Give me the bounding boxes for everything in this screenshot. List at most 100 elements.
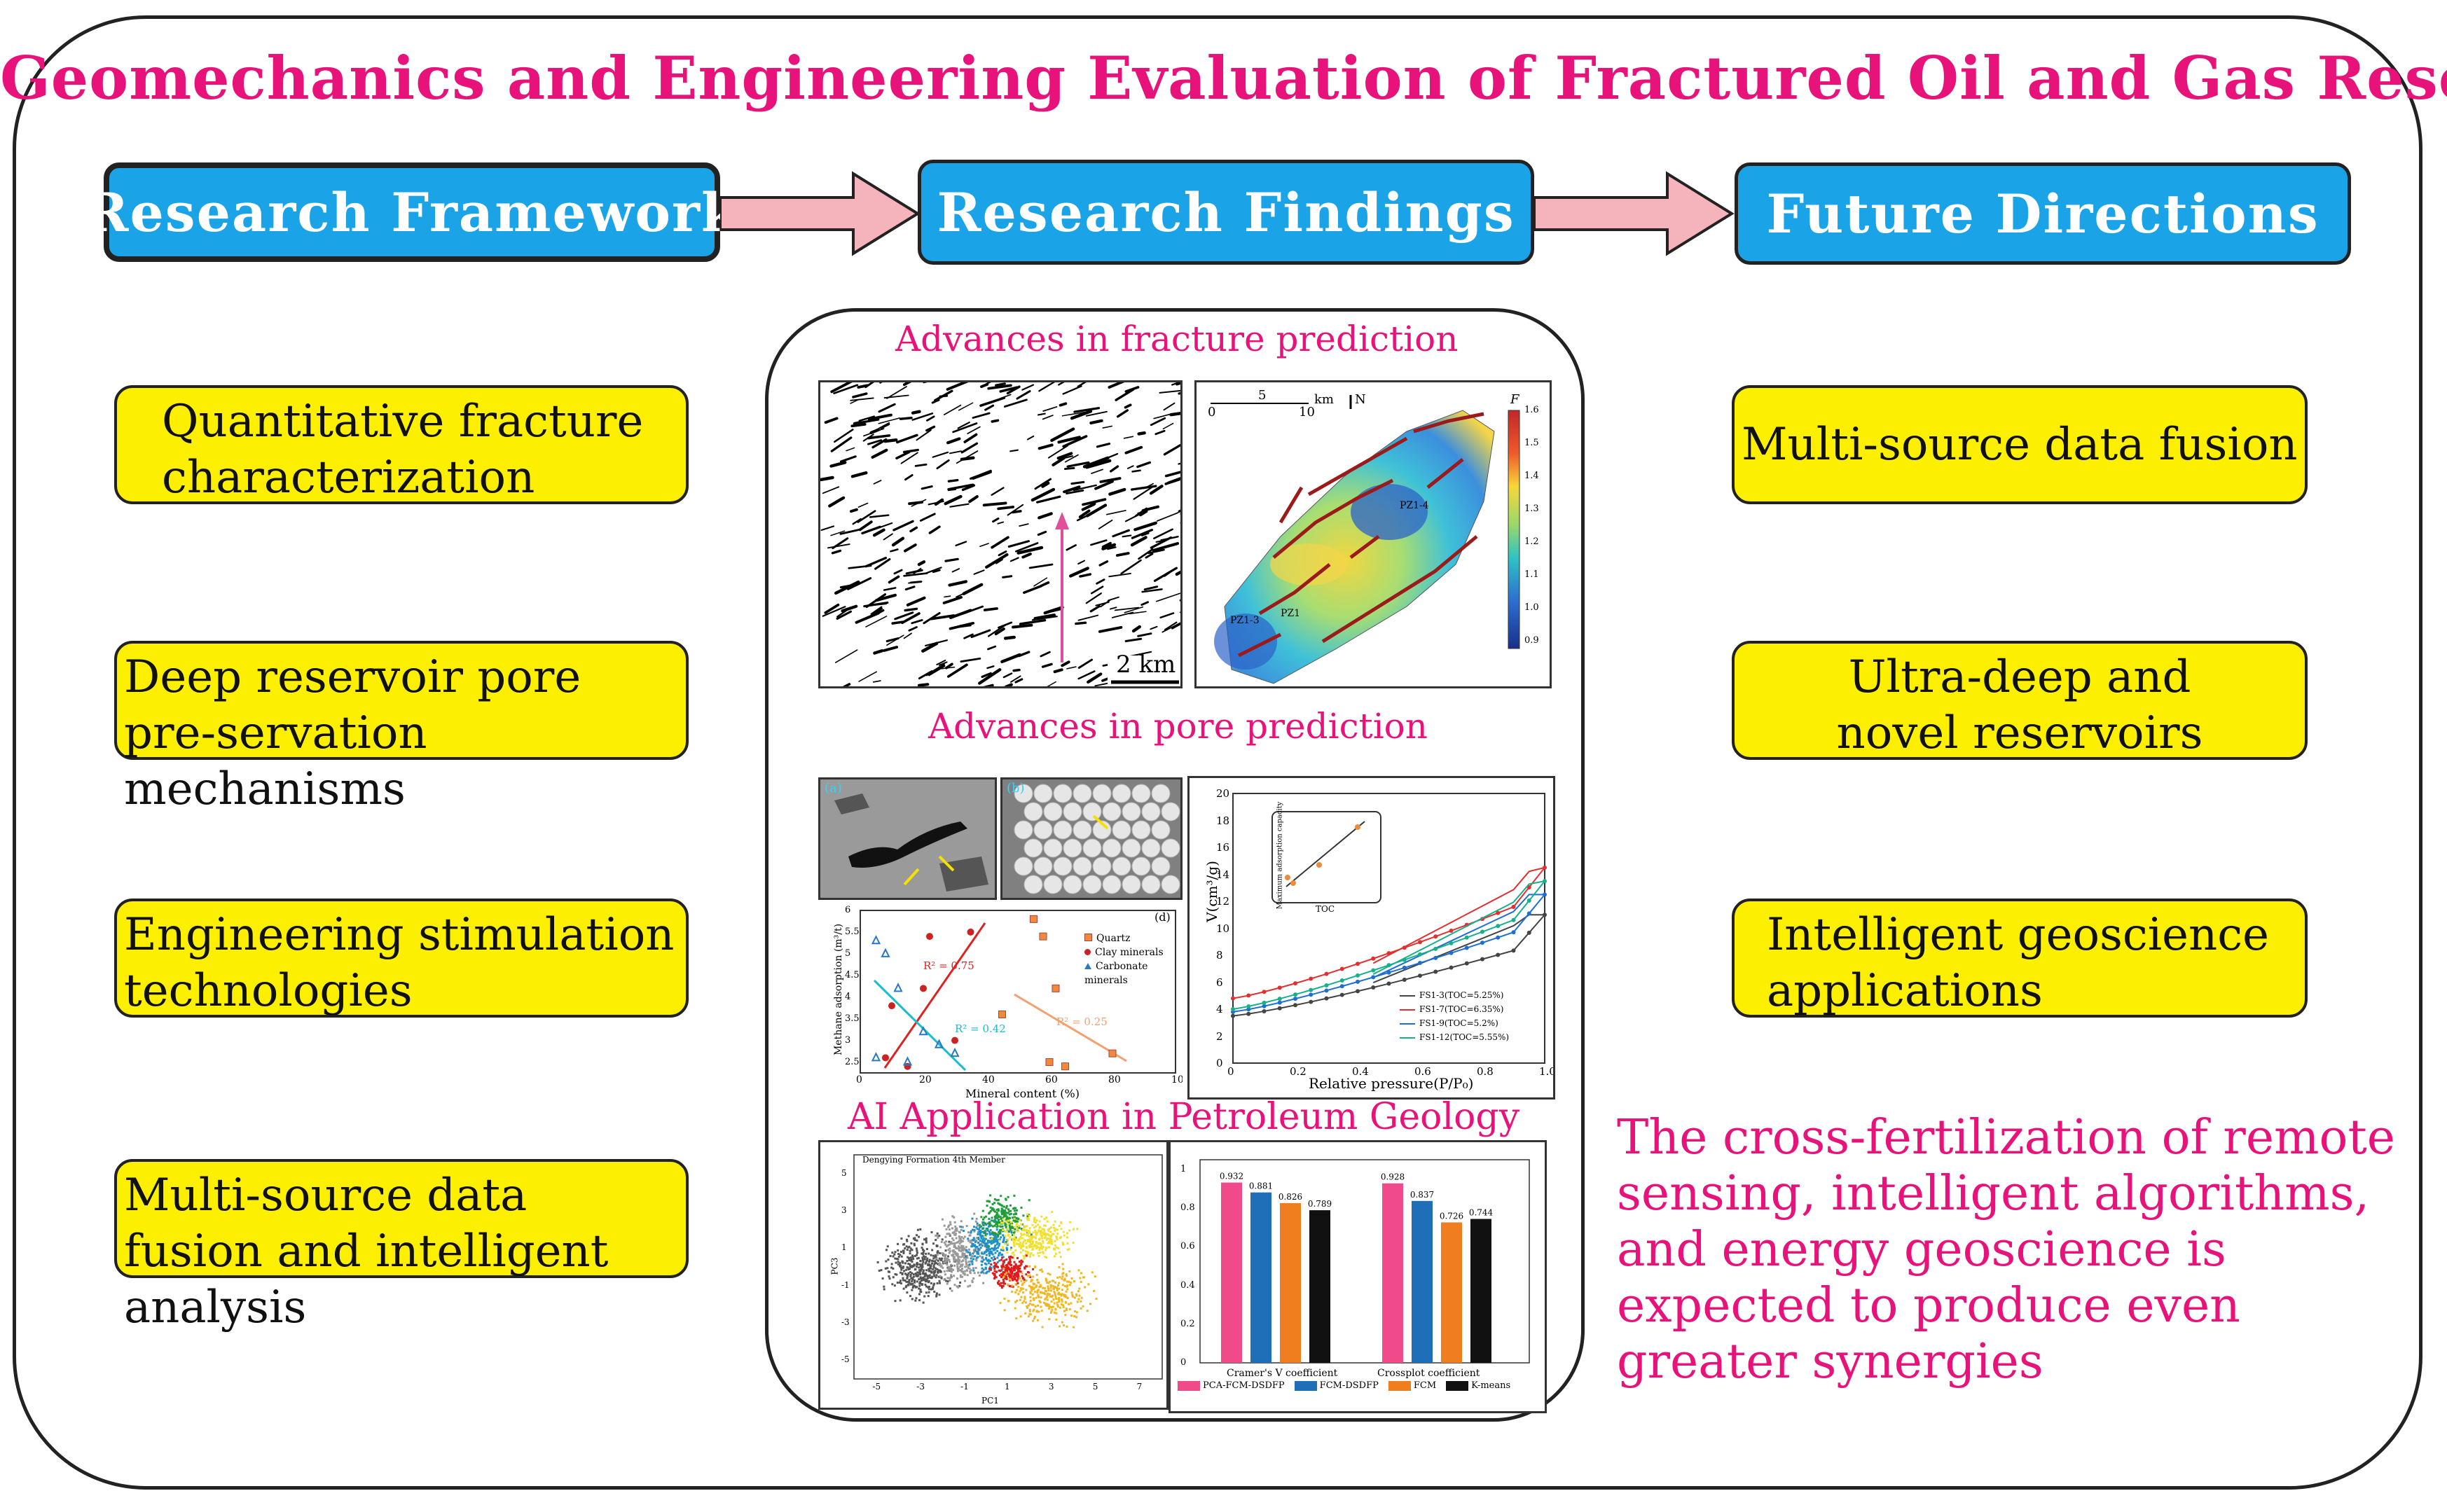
pca-point (912, 1275, 915, 1278)
pca-point (990, 1263, 993, 1265)
fracture-trace (1043, 606, 1064, 615)
pca-point (1023, 1300, 1026, 1303)
fracture-trace (1124, 637, 1143, 642)
pca-point (1093, 1290, 1096, 1293)
legend-label: Quartz (1096, 933, 1131, 944)
fracture-trace (1140, 601, 1149, 606)
fracture-trace (1090, 585, 1104, 595)
pca-point (978, 1228, 981, 1231)
pca-point (1053, 1255, 1056, 1258)
pca-point (1049, 1234, 1052, 1237)
pca-point (1012, 1207, 1015, 1210)
pca-point (1000, 1268, 1003, 1271)
fracture-trace (1066, 461, 1090, 468)
pca-point (1003, 1297, 1006, 1300)
pca-point (1022, 1277, 1025, 1279)
point-quartz (1030, 915, 1038, 923)
fracture-trace (824, 417, 839, 424)
pca-point (993, 1277, 996, 1279)
pca-point (961, 1226, 964, 1228)
pca-point (953, 1275, 956, 1277)
isotherm-desorption (1372, 914, 1545, 984)
isotherm-ytick: 10 (1216, 922, 1230, 935)
pca-point (979, 1234, 981, 1237)
fracture-trace (925, 639, 948, 647)
pca-point (1023, 1297, 1026, 1300)
pca-point (933, 1290, 936, 1293)
pca-point (1062, 1268, 1065, 1270)
pca-point (1061, 1275, 1064, 1278)
findings-panel (765, 308, 1585, 1422)
pca-point (1035, 1232, 1038, 1235)
pca-point (988, 1254, 991, 1257)
isotherm-point (1246, 1007, 1251, 1012)
framboid-grain (1073, 784, 1092, 803)
pca-point (1049, 1286, 1052, 1289)
fault-trace (1258, 563, 1331, 616)
pca-point (1049, 1284, 1052, 1286)
fracture-trace (1058, 382, 1065, 386)
pca-point (905, 1273, 908, 1276)
pca-point (1006, 1242, 1009, 1245)
fracture-trace (971, 470, 992, 480)
fracture-trace (846, 447, 855, 452)
fracture-trace (861, 525, 881, 535)
framboid-grain (1141, 838, 1161, 858)
pca-point (980, 1252, 983, 1255)
pca-point (911, 1272, 914, 1275)
pca-point (995, 1228, 998, 1231)
pca-point (953, 1242, 956, 1244)
pca-point (930, 1270, 932, 1272)
pca-point (960, 1249, 963, 1252)
pca-point (935, 1276, 937, 1279)
pca-point (1005, 1220, 1007, 1223)
fracture-trace (928, 665, 946, 677)
pca-point (983, 1240, 986, 1243)
pca-point (1058, 1299, 1061, 1302)
pca-point (1040, 1310, 1043, 1312)
pca-point (1025, 1273, 1028, 1276)
pca-point (989, 1194, 992, 1197)
pca-point (1056, 1284, 1059, 1287)
pca-point (974, 1244, 977, 1247)
pca-point (1041, 1228, 1044, 1230)
pca-point (1054, 1291, 1056, 1294)
pca-point (985, 1227, 988, 1230)
pca-point (973, 1226, 976, 1228)
pca-point (1033, 1235, 1035, 1238)
pca-point (1001, 1246, 1004, 1249)
pca-point (922, 1270, 925, 1273)
pca-point (1019, 1237, 1021, 1240)
pca-point (1007, 1234, 1009, 1237)
fracture-trace (839, 584, 851, 589)
pca-point (964, 1270, 967, 1272)
pca-point (1054, 1229, 1056, 1232)
pca-point (907, 1235, 910, 1237)
framboid-grain (1131, 820, 1151, 840)
pca-point (969, 1270, 972, 1272)
inset-xlabel: TOC (1316, 904, 1335, 914)
pca-point (998, 1259, 1001, 1262)
bar-value-label: 0.928 (1381, 1172, 1405, 1182)
pca-point (1042, 1251, 1045, 1254)
fault-trace (1349, 535, 1380, 559)
pca-point (1038, 1254, 1040, 1257)
pca-point (1055, 1235, 1058, 1238)
pca-point (911, 1286, 914, 1289)
pca-point (1053, 1248, 1056, 1251)
fracture-trace (1021, 384, 1034, 391)
pca-point (1005, 1264, 1007, 1267)
framboid-grain (1092, 784, 1112, 803)
pca-point (1010, 1266, 1013, 1269)
fracture-trace (991, 419, 1000, 423)
fracture-trace (992, 517, 1000, 523)
pca-point (894, 1300, 897, 1303)
pca-point (1047, 1293, 1049, 1296)
mineral-xtick: 100 (1171, 1074, 1183, 1086)
fracture-trace (1143, 585, 1159, 591)
pca-point (1020, 1262, 1023, 1265)
pca-point (984, 1262, 986, 1265)
fracture-trace (1111, 611, 1134, 618)
pca-point (1055, 1298, 1058, 1301)
fracture-trace (1090, 539, 1108, 546)
